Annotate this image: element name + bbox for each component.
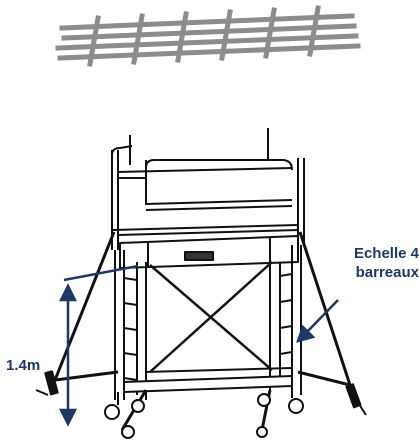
arrow-down-icon <box>58 408 78 427</box>
arrow-ladder-icon <box>296 324 316 343</box>
platform-deck <box>119 235 299 269</box>
platform-pointer-line <box>63 264 139 282</box>
outriggers <box>53 231 352 431</box>
left-ladder <box>114 250 147 400</box>
ladder-pointer-line <box>305 299 339 334</box>
outrigger-feet <box>35 370 367 416</box>
guard-rail <box>111 128 305 250</box>
right-ladder <box>269 245 302 395</box>
castor-wheels <box>104 386 304 439</box>
platform-grid-icon <box>55 5 361 67</box>
base-frame <box>123 367 293 393</box>
mobile-scaffold-icon <box>35 128 367 439</box>
ladder-label: Echelle 4 barreaux <box>334 244 419 282</box>
cross-brace <box>149 261 273 373</box>
height-label: 1.4m <box>6 357 41 374</box>
arrow-up-icon <box>58 283 78 302</box>
ladder-label-line1: Echelle 4 <box>353 245 419 262</box>
ladder-label-line2: barreaux <box>355 264 419 281</box>
annotation-lines <box>58 264 339 427</box>
